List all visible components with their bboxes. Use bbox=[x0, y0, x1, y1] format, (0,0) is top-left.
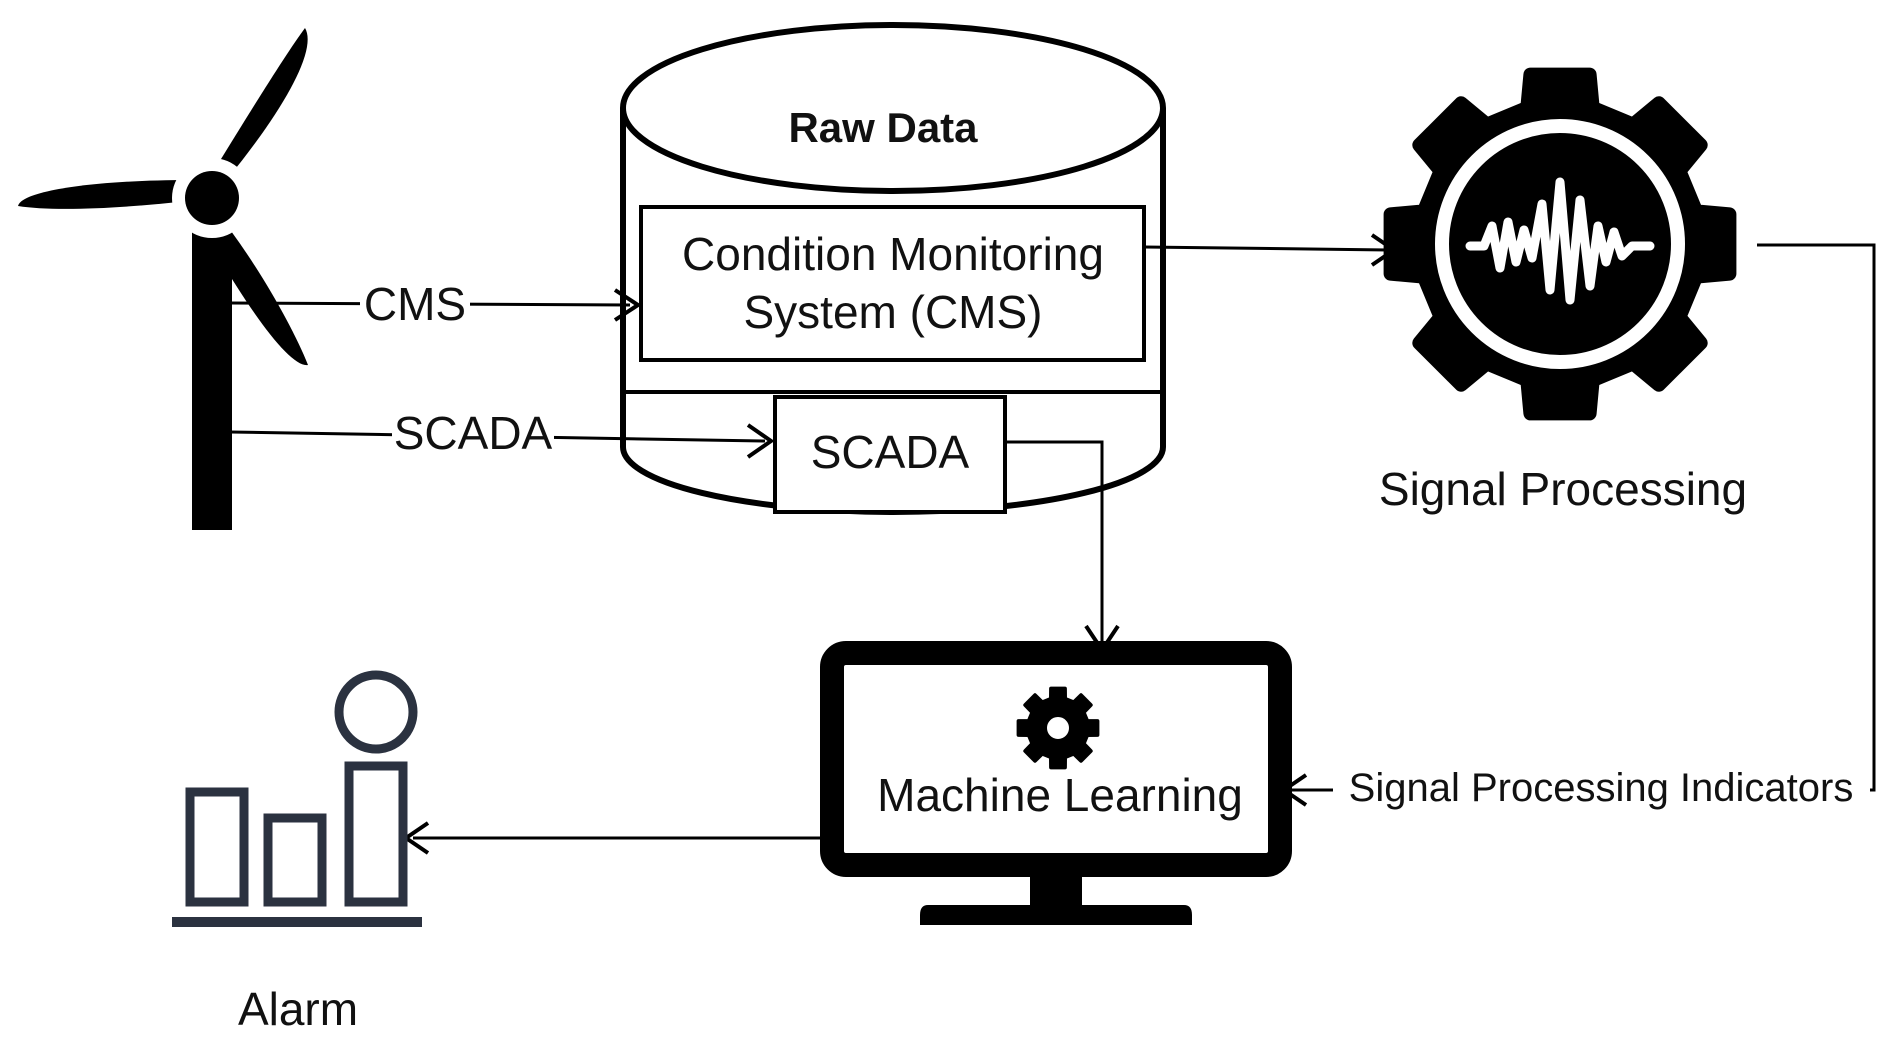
scada-arrow-label: SCADA bbox=[394, 407, 553, 459]
indicators-arrow: Signal Processing Indicators bbox=[1280, 243, 1876, 812]
scada-box bbox=[773, 395, 1007, 514]
ml-to-alarm-arrow bbox=[402, 821, 826, 855]
cms-arrow-label: CMS bbox=[364, 278, 466, 330]
cms-box-line-2: System (CMS) bbox=[744, 286, 1043, 338]
gear-icon bbox=[1016, 686, 1100, 770]
cms-arrow: CMS bbox=[229, 278, 642, 330]
raw-data-title: Raw Data bbox=[788, 104, 978, 151]
wind-turbine-icon bbox=[18, 28, 308, 530]
scada-to-ml-arrow bbox=[1005, 440, 1120, 654]
signal-processing-label: Signal Processing bbox=[1379, 463, 1747, 515]
ml-gear-outline bbox=[1016, 686, 1100, 770]
raw-data-database: Raw Data Condition Monitoring System (CM… bbox=[620, 22, 1166, 515]
cms-to-signal-arrow bbox=[1143, 233, 1398, 267]
scada-arrow: SCADA bbox=[229, 407, 775, 459]
indicators-arrow-label: Signal Processing Indicators bbox=[1349, 766, 1854, 810]
gear-waveform-icon bbox=[1383, 67, 1737, 421]
alarm-label: Alarm bbox=[238, 983, 358, 1035]
cms-box bbox=[639, 205, 1146, 362]
bar-chart-person-icon bbox=[172, 670, 422, 927]
cms-box-line-1: Condition Monitoring bbox=[682, 228, 1104, 280]
computer-monitor-icon: Machine Learning bbox=[820, 641, 1292, 925]
machine-learning-label: Machine Learning bbox=[877, 769, 1243, 821]
scada-box-label: SCADA bbox=[811, 426, 970, 478]
